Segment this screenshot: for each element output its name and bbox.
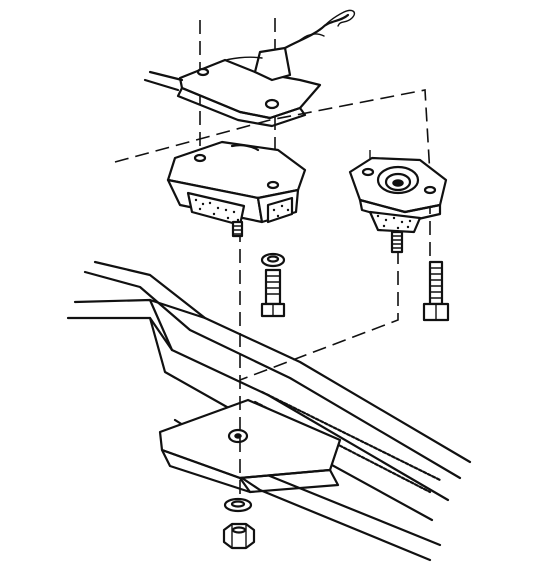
- engine-bracket: [143, 9, 356, 128]
- washer-upper: [260, 252, 286, 268]
- insulator-texture: [376, 214, 412, 230]
- rubber-texture: [194, 198, 290, 222]
- bolt-center: [260, 268, 286, 318]
- frame-mount-insulator: [348, 156, 448, 254]
- bolt-right: [422, 260, 450, 322]
- frame-bracket: [158, 398, 342, 494]
- washer-lower: [223, 497, 253, 513]
- nut-lower: [222, 522, 256, 550]
- engine-mount-block: [166, 140, 307, 238]
